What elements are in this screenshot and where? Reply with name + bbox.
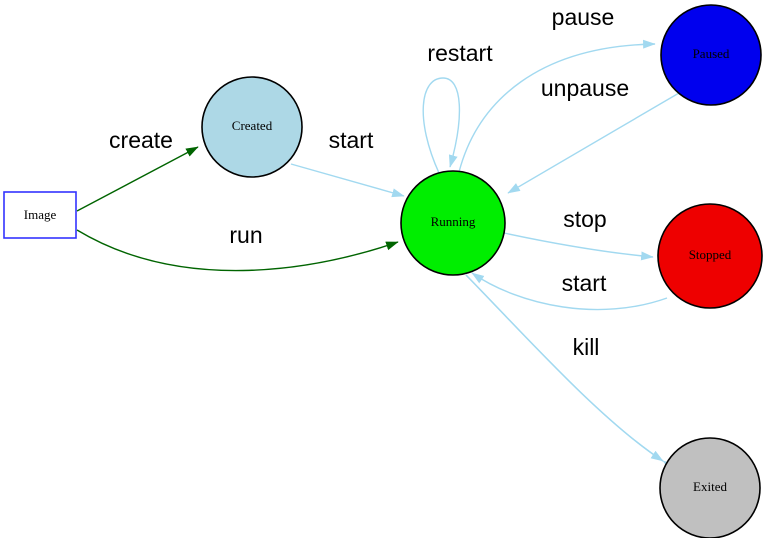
edge-label-unpause: unpause [541, 75, 629, 101]
created-circle-shape [201, 76, 303, 178]
node-label-created: Created [232, 118, 273, 133]
edge-unpause[interactable]: unpause [507, 75, 680, 194]
node-label-running: Running [431, 214, 476, 229]
edge-pause-path [458, 39, 656, 173]
edge-label-stop: stop [563, 206, 606, 232]
edge-unpause-path [507, 92, 680, 194]
edge-label-start-created: start [329, 127, 374, 153]
node-label-stopped: Stopped [689, 247, 732, 262]
edge-restart-path [422, 77, 461, 174]
stopped-circle-shape [657, 203, 763, 309]
node-paused[interactable]: Paused [660, 4, 762, 106]
edge-label-restart: restart [427, 40, 493, 66]
node-exited[interactable]: Exited [659, 437, 761, 538]
edge-create-path [76, 146, 199, 212]
node-running[interactable]: Running [400, 170, 506, 276]
image-box-shape [3, 191, 77, 239]
node-label-exited: Exited [693, 479, 727, 494]
node-stopped[interactable]: Stopped [657, 203, 763, 309]
node-image[interactable]: Image [3, 191, 77, 239]
edge-label-run: run [229, 222, 262, 248]
edge-label-pause: pause [552, 4, 615, 30]
edge-start1-path [290, 163, 405, 198]
edge-run[interactable]: run [76, 222, 399, 272]
edge-start2-path [471, 272, 668, 311]
edge-label-create: create [109, 127, 173, 153]
edge-kill-path [465, 274, 676, 472]
edge-label-start-stopped: start [562, 270, 607, 296]
edge-pause[interactable]: pause [458, 4, 656, 173]
edge-start-stopped-running[interactable]: start [471, 270, 668, 311]
edge-create[interactable]: create [76, 127, 199, 212]
node-created[interactable]: Created [201, 76, 303, 178]
edge-stop-path [503, 232, 654, 261]
node-label-paused: Paused [693, 46, 730, 61]
edge-restart-self-loop[interactable]: restart [422, 40, 493, 174]
exited-circle-shape [659, 437, 761, 538]
paused-circle-shape [660, 4, 762, 106]
edge-label-kill: kill [573, 334, 600, 360]
edge-kill-path-dir [465, 274, 664, 462]
running-circle-shape [400, 170, 506, 276]
edge-stop[interactable]: stop [503, 206, 654, 261]
edge-start-created-running[interactable]: start [290, 127, 405, 198]
edge-kill[interactable]: kill [465, 274, 676, 472]
node-label-image: Image [24, 207, 57, 222]
edge-run-path [76, 229, 399, 272]
